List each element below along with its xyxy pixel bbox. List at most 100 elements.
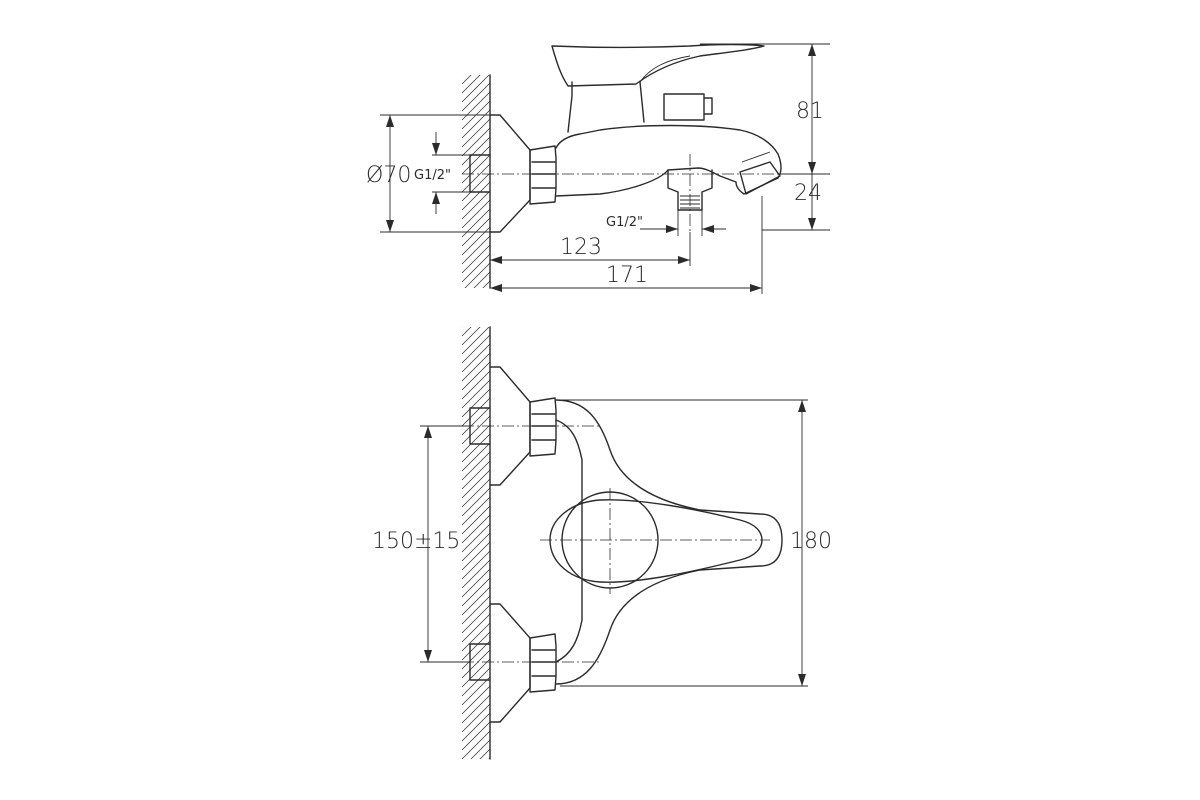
arrows-outlet-thread (666, 225, 714, 233)
cartridge-column-side (567, 81, 645, 133)
hatch-line (462, 208, 490, 238)
hatch-line (462, 640, 490, 670)
dim-label-171: 171 (606, 263, 648, 288)
hatch-line (462, 145, 490, 175)
diverter-knob-side (663, 93, 713, 121)
hatch-line (462, 334, 490, 364)
lever-highlight (639, 55, 691, 83)
hatch-line (479, 748, 490, 759)
hatch-line (462, 327, 472, 337)
hatch-line (462, 442, 490, 472)
hatch-line (462, 127, 490, 157)
hatch-line (462, 226, 490, 256)
hatch-line (462, 75, 472, 85)
upper-nut-top-view (529, 397, 557, 457)
hatch-line (462, 523, 490, 553)
hatch-line (462, 505, 490, 535)
hatch-line (462, 496, 490, 526)
hatch-line (462, 478, 490, 508)
hatch-line (462, 541, 490, 571)
hatch-line (462, 604, 490, 634)
lever-handle-side (551, 43, 765, 87)
hatch-line (462, 424, 490, 454)
hatch-line (462, 532, 490, 562)
hatch-line (462, 181, 490, 211)
hatch-line (488, 757, 490, 759)
hatch-line (462, 75, 463, 76)
hatch-line (462, 460, 490, 490)
hatch-line (462, 172, 490, 202)
hatch-line (462, 388, 490, 418)
hatch-line (462, 433, 490, 463)
hatch-line (470, 739, 490, 759)
hatch-line (462, 568, 490, 598)
hatch-line (482, 280, 490, 288)
label-inlet-thread: G1/2" (414, 168, 451, 183)
top-view: 150±15 180 (372, 326, 832, 800)
inner-body-top-view (555, 419, 583, 663)
spout-highlight (741, 151, 771, 163)
hatch-line (462, 199, 490, 229)
hatch-line (462, 244, 490, 274)
hatch-line (464, 262, 490, 288)
hatch-line (462, 406, 490, 436)
hatch-line (462, 299, 490, 327)
arrows-diameter (386, 115, 394, 232)
hatch-line (462, 622, 490, 652)
dim-label-150: 150±15 (372, 529, 460, 554)
hatch-line (462, 613, 490, 643)
side-view: 81 24 Ø70 G1/2" G1/2" 123 (366, 43, 830, 327)
hatch-line (462, 109, 490, 139)
hatch-line (462, 352, 490, 382)
inlet-pipe-side (469, 154, 491, 193)
hatch-line (462, 595, 490, 625)
hatch-line (462, 190, 490, 220)
hatch-line (462, 487, 490, 517)
hatch-line (462, 685, 490, 715)
hatch-line (462, 631, 490, 661)
hatch-line (462, 370, 490, 400)
hatch-line (462, 136, 490, 166)
hex-nut-side (529, 145, 557, 205)
hatch-line (473, 271, 490, 288)
hatch-line (462, 235, 490, 265)
hatch-line (462, 703, 490, 733)
hatch-line (462, 379, 490, 409)
wall-hatching-bottom (462, 327, 490, 800)
faucet-body-top-view (555, 399, 783, 685)
hatch-line (462, 75, 481, 94)
hatch-line (462, 327, 463, 328)
hatch-line (462, 451, 490, 481)
hatch-line (462, 343, 490, 373)
hatch-line (462, 361, 490, 391)
hatch-line (462, 667, 490, 697)
dim-label-diameter: Ø70 (366, 163, 411, 188)
hatch-line (462, 550, 490, 580)
hatch-line (462, 767, 490, 795)
hatch-line (462, 91, 490, 121)
hatch-line (462, 658, 490, 688)
wall-flange-side (489, 114, 531, 233)
hatch-line (462, 75, 490, 103)
hatch-line (462, 82, 490, 112)
dim-label-123: 123 (560, 235, 602, 260)
hatch-line (462, 649, 490, 679)
hatch-line (462, 154, 490, 184)
arrow-24 (808, 218, 816, 230)
hatch-line (462, 721, 490, 751)
hatch-line (462, 397, 490, 427)
hatch-line (462, 327, 490, 355)
dim-label-180: 180 (790, 529, 832, 554)
hatch-line (462, 469, 490, 499)
hatch-line (462, 163, 490, 193)
hatch-line (462, 712, 490, 742)
hatch-line (462, 776, 490, 800)
hatch-line (462, 559, 490, 589)
hatch-line (462, 730, 490, 759)
dim-label-24: 24 (794, 181, 822, 206)
hatch-line (462, 676, 490, 706)
label-outlet-thread: G1/2" (606, 215, 643, 230)
spout-tip-side (739, 161, 781, 195)
dim-label-81: 81 (796, 99, 824, 124)
